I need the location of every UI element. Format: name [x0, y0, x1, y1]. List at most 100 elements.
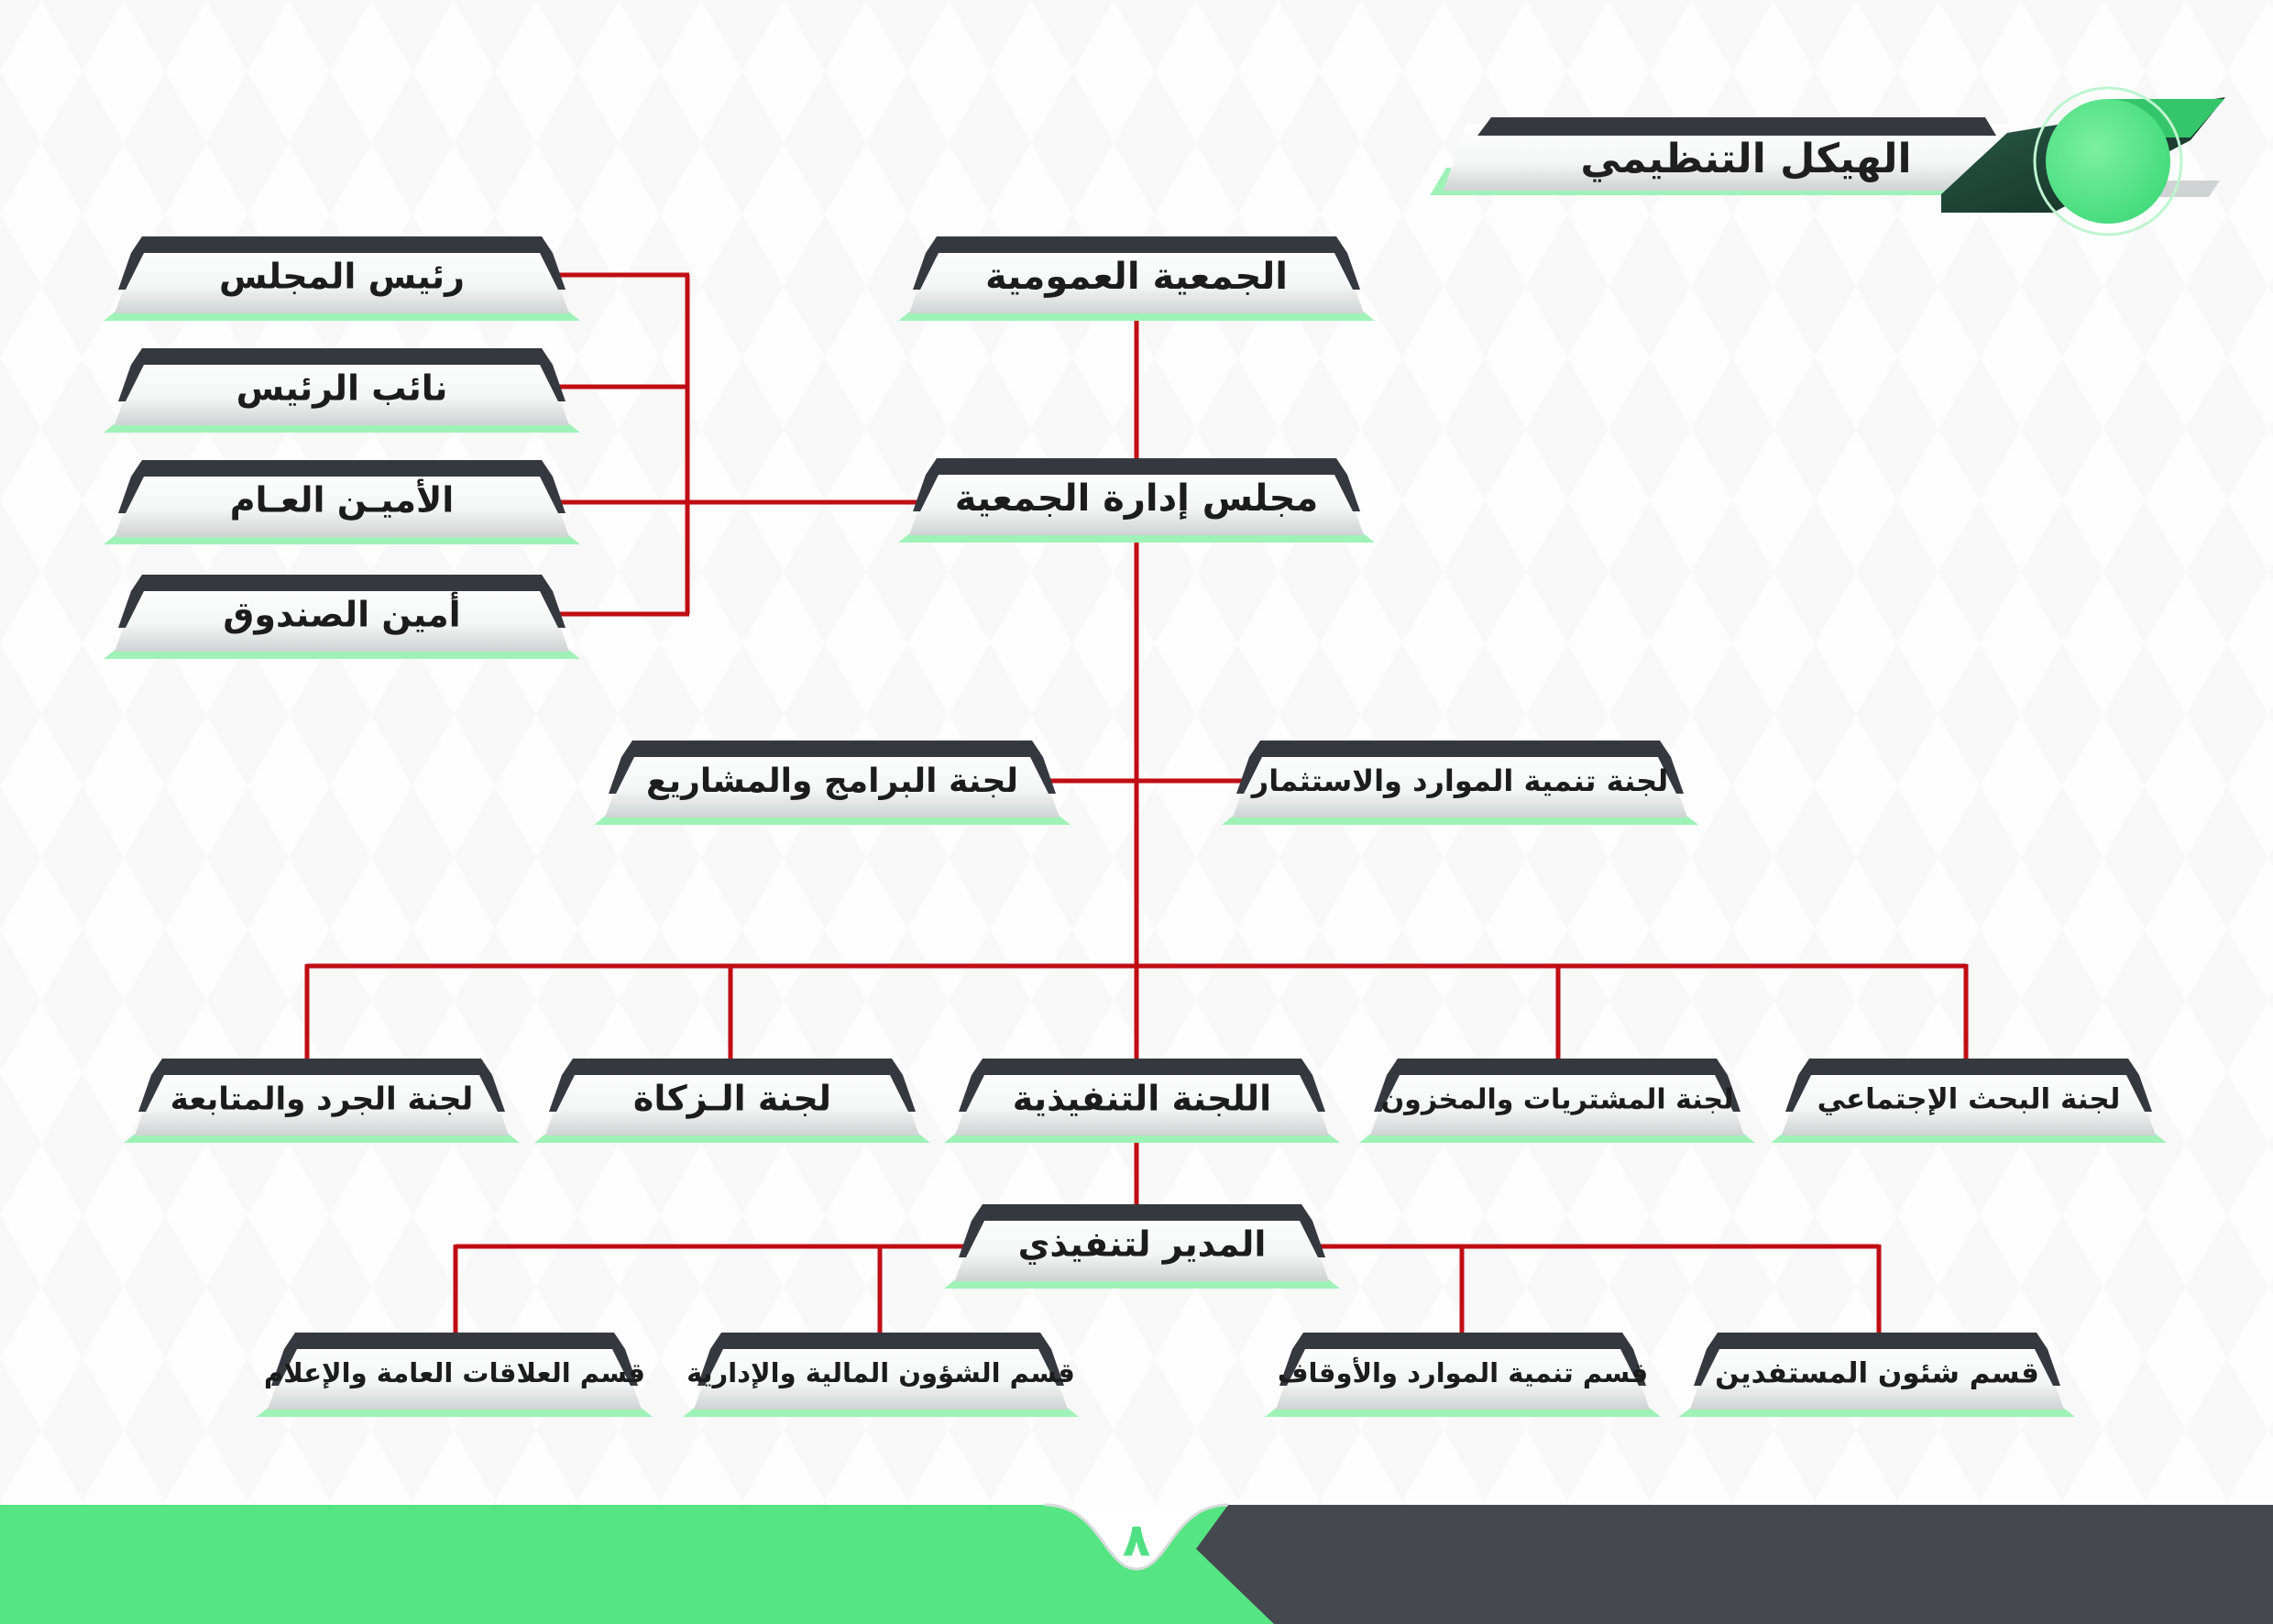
node-label: لجنة البرامج والمشاريع [646, 763, 1018, 800]
node-secretary-general: الأميـن العـام [104, 460, 580, 544]
node-plate [605, 750, 1060, 817]
node-left-wedge [1694, 1349, 1719, 1386]
title-circle-ring [2033, 86, 2183, 236]
node-dark-trim [284, 1333, 625, 1349]
node-left-wedge [609, 757, 634, 794]
node-left-wedge [959, 1221, 984, 1257]
node-right-wedge [2035, 1349, 2060, 1386]
node-label: قسم تنمية الموارد والأوقاف [1278, 1356, 1648, 1388]
footer-bar: ٨ [0, 1503, 2273, 1624]
node-left-wedge [1279, 1349, 1305, 1386]
node-dark-trim [1707, 1333, 2048, 1349]
node-resources-committee: لجنة تنمية الموارد والاستثمار [1222, 741, 1698, 825]
node-label: المدير لتنفيذي [1018, 1224, 1267, 1265]
node-dark-trim [1249, 741, 1671, 757]
node-general-assembly: الجمعية العمومية [898, 236, 1375, 321]
node-right-wedge [540, 365, 566, 401]
node-dark-trim [926, 458, 1347, 475]
footer-notch [1045, 1505, 1228, 1569]
node-label: الأميـن العـام [230, 478, 455, 521]
node-label: نائب الرئيس [236, 368, 448, 409]
node-left-wedge [1236, 757, 1262, 794]
footer-green [0, 1505, 1274, 1624]
node-left-wedge [697, 1349, 723, 1386]
node-left-wedge [138, 1075, 164, 1112]
footer-notch-shadow [1044, 1503, 1229, 1571]
node-label: لجنة تنمية الموارد والاستثمار [1250, 763, 1668, 798]
node-dark-trim [151, 1059, 492, 1075]
node-dark-trim [621, 741, 1043, 757]
node-plate [268, 1342, 642, 1410]
node-plate [909, 246, 1364, 313]
node-label: الجمعية العمومية [985, 256, 1288, 298]
node-label: لجنة البحث الإجتماعي [1817, 1083, 2121, 1116]
node-dark-trim [710, 1333, 1051, 1349]
node-label: قسم الشؤون المالية والإدارية [686, 1357, 1075, 1388]
node-right-wedge [612, 1349, 638, 1386]
node-beneficiaries-dept: قسم شئون المستفدين [1679, 1333, 2075, 1417]
node-plate [135, 1068, 509, 1136]
node-right-wedge [1620, 1349, 1646, 1386]
node-dark-trim [972, 1059, 1312, 1075]
node-plate [1690, 1342, 2064, 1410]
node-dark-trim [972, 1204, 1312, 1221]
node-label: اللجنة التنفيذية [1013, 1079, 1271, 1119]
node-plate [1276, 1342, 1650, 1410]
node-left-wedge [118, 591, 144, 628]
node-left-wedge [118, 365, 144, 401]
title-circle [2046, 99, 2170, 224]
node-label: لجنة الجرد والمتابعة [170, 1081, 474, 1118]
node-boxes: الجمعية العمومية مجلس إدارة الجمعية رئيس ا… [104, 236, 2167, 1417]
node-treasurer: أمين الصندوق [104, 575, 580, 659]
node-left-wedge [118, 477, 144, 513]
page-number: ٨ [1123, 1514, 1151, 1567]
node-label: قسم شئون المستفدين [1715, 1357, 2039, 1390]
node-right-wedge [540, 591, 566, 628]
node-programs-committee: لجنة البرامج والمشاريع [594, 741, 1071, 825]
node-right-wedge [1030, 757, 1056, 794]
node-dark-trim [926, 236, 1347, 253]
node-left-wedge [913, 253, 939, 290]
node-label: أمين الصندوق [223, 592, 460, 636]
title-banner: الهيكل التنظيمي [1430, 86, 2225, 236]
node-inventory-committee: لجنة الجرد والمتابعة [124, 1059, 520, 1143]
node-right-wedge [890, 1075, 916, 1112]
node-label: لجنة المشتريات والمخزون [1381, 1084, 1734, 1116]
node-label: قسم العلاقات العامة والإعلام [264, 1357, 645, 1388]
node-plate [694, 1342, 1068, 1410]
node-right-wedge [1334, 475, 1360, 511]
node-executive-director: المدير لتنفيذي [944, 1204, 1340, 1289]
node-dark-trim [1798, 1059, 2139, 1075]
node-dark-trim [1292, 1333, 1633, 1349]
title-dark-trim [1477, 117, 1996, 136]
connector-lines [304, 272, 1969, 1333]
node-dark-trim [1387, 1059, 1728, 1075]
node-left-wedge [271, 1349, 297, 1386]
node-resources-endowments-dept: قسم تنمية الموارد والأوقاف [1265, 1333, 1661, 1417]
footer-dark [1196, 1505, 2273, 1624]
node-dark-trim [131, 236, 553, 253]
node-finance-admin-dept: قسم الشؤون المالية والإدارية [683, 1333, 1079, 1417]
node-right-wedge [1334, 253, 1360, 290]
node-right-wedge [2126, 1075, 2152, 1112]
node-plate [909, 467, 1364, 535]
node-board: مجلس إدارة الجمعية [898, 458, 1375, 543]
page-title: الهيكل التنظيمي [1580, 136, 1911, 182]
node-board-chair: رئيس المجلس [104, 236, 580, 321]
node-dark-trim [562, 1059, 903, 1075]
node-label: لجنة الـزكاة [633, 1079, 831, 1119]
node-right-wedge [479, 1075, 505, 1112]
node-left-wedge [549, 1075, 575, 1112]
title-plate [1444, 124, 2040, 191]
node-dark-trim [131, 460, 553, 477]
node-vice-chair: نائب الرئيس [104, 348, 580, 433]
node-right-wedge [1658, 757, 1684, 794]
node-right-wedge [540, 253, 566, 290]
node-plate [1233, 750, 1687, 817]
node-social-research-committee: لجنة البحث الإجتماعي [1771, 1059, 2167, 1143]
node-executive-committee: اللجنة التنفيذية [944, 1059, 1340, 1143]
node-plate [115, 246, 569, 313]
node-right-wedge [540, 477, 566, 513]
